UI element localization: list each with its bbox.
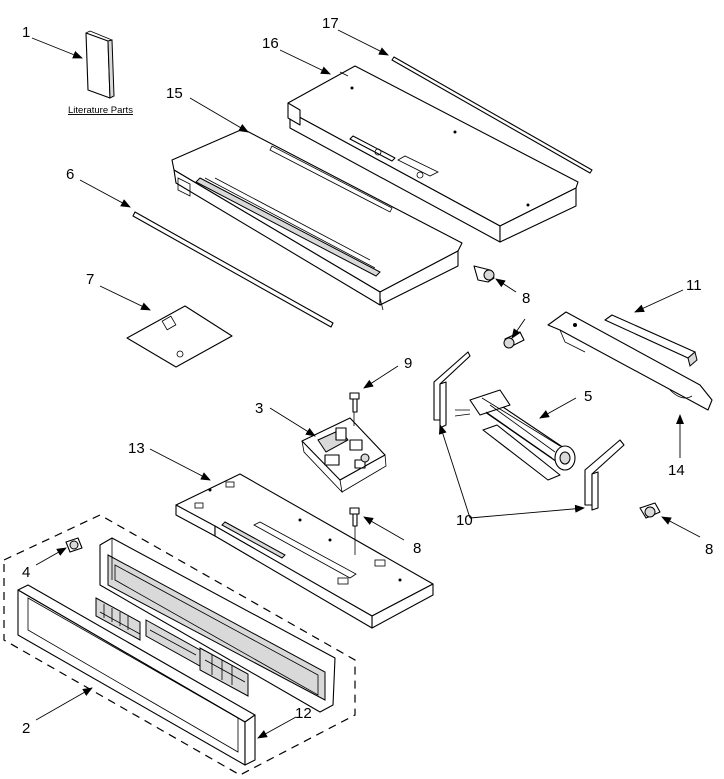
- strip-11: [604, 314, 698, 367]
- mounting-plate-13: [175, 473, 434, 629]
- callout-16: 16: [262, 35, 279, 52]
- callout-11: 11: [686, 277, 702, 294]
- rod-17: [391, 56, 593, 174]
- bracket-14: [547, 311, 713, 411]
- plate-7: [126, 305, 233, 368]
- callout-4: 4: [22, 564, 30, 581]
- literature-parts-label: Literature Parts: [68, 105, 133, 116]
- callout-8-top: 8: [522, 290, 530, 307]
- literature-booklet: [85, 30, 115, 99]
- control-panel-frame-12: [99, 537, 336, 713]
- cooling-fan-5: [454, 389, 576, 481]
- callout-9: 9: [404, 355, 412, 372]
- bracket-10-left: [433, 351, 471, 429]
- callout-8-mid: 8: [413, 540, 421, 557]
- callout-8-right: 8: [705, 541, 713, 558]
- control-board-3: [301, 412, 387, 494]
- callout-17: 17: [322, 15, 339, 32]
- bracket-10-right: [584, 439, 625, 511]
- screw-4: [65, 537, 83, 553]
- screw-8-plate: [349, 507, 360, 527]
- callout-12: 12: [295, 705, 312, 722]
- screw-8-top: [473, 265, 495, 283]
- callout-2: 2: [22, 720, 30, 737]
- callout-6: 6: [66, 166, 74, 183]
- callout-1: 1: [22, 24, 30, 41]
- control-panel-2: [17, 584, 256, 766]
- callout-3: 3: [255, 400, 263, 417]
- callout-15: 15: [166, 85, 183, 102]
- callout-14: 14: [668, 462, 685, 479]
- assembly-outline: [3, 514, 356, 776]
- callout-7: 7: [86, 271, 94, 288]
- screw-8-right: [639, 502, 661, 519]
- screw-9: [349, 392, 360, 413]
- callout-10: 10: [456, 512, 473, 529]
- rod-6: [132, 211, 334, 328]
- top-panel-16: [287, 65, 579, 243]
- callout-13: 13: [128, 440, 145, 457]
- callout-5: 5: [584, 388, 592, 405]
